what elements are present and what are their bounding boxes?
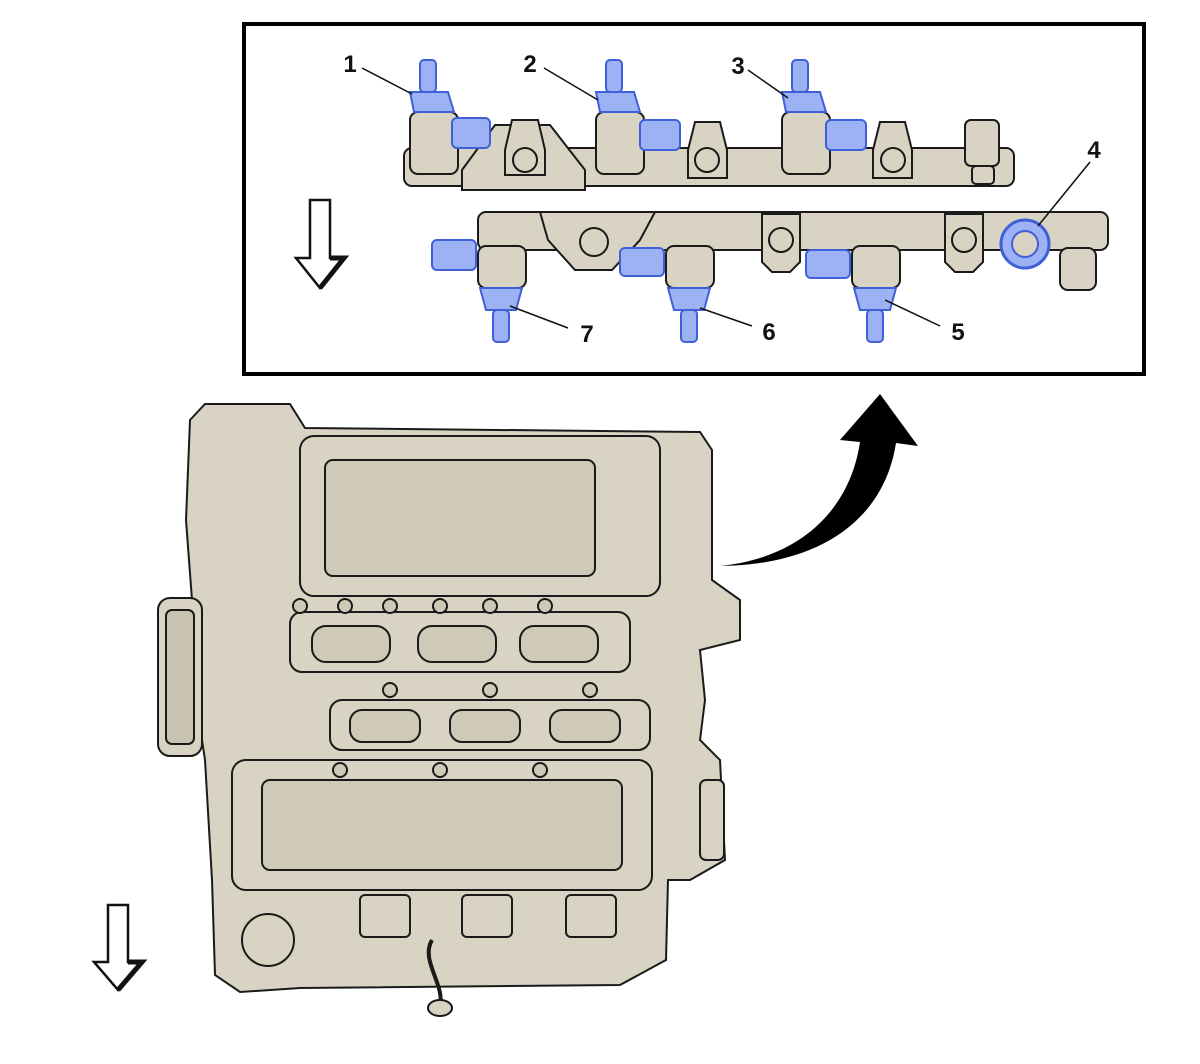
callout-2: 2 [523,51,536,78]
upper-injectors [408,59,867,151]
fuel-rail-seal [999,218,1051,270]
callout-5: 5 [951,319,964,346]
lower-fuel-rail [477,211,1109,291]
callout-6: 6 [762,319,775,346]
callout-3: 3 [731,53,744,80]
callout-4: 4 [1087,137,1101,164]
callout-7: 7 [580,321,593,348]
lower-injectors [431,239,898,343]
engine-view-direction-arrow-icon [91,903,148,992]
callout-1: 1 [343,51,356,78]
oil-dipstick [426,938,453,1017]
engine-assembly [157,403,741,994]
transition-arrow-icon [720,394,918,566]
upper-fuel-rail [403,111,1015,191]
callout-leaders [361,67,1091,329]
view-direction-arrow-icon [293,198,350,291]
